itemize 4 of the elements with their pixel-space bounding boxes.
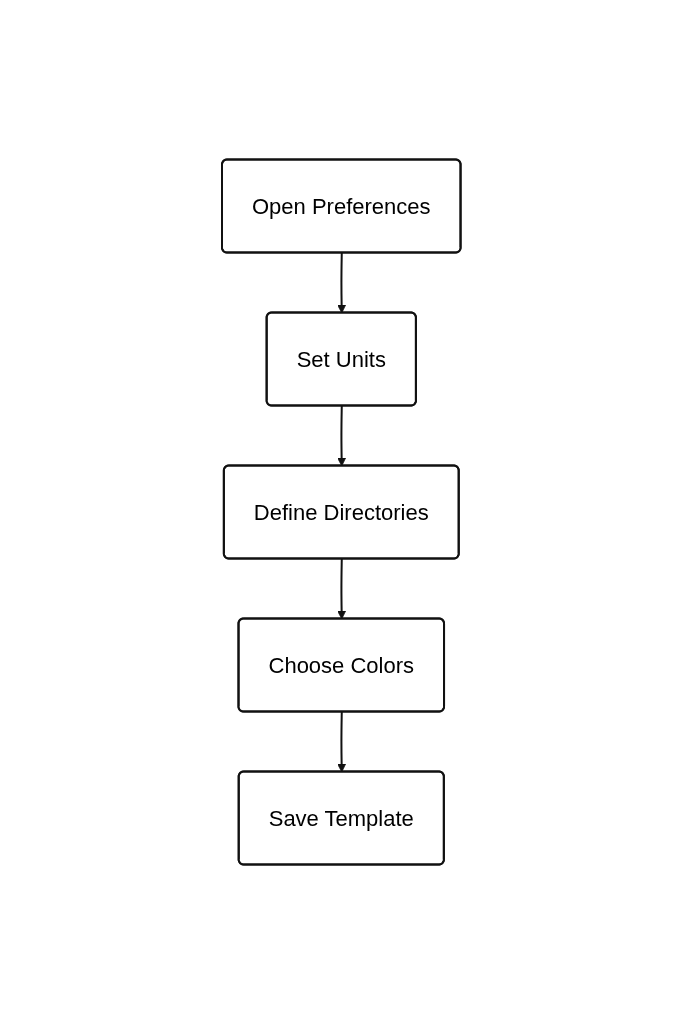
arrow <box>337 252 347 314</box>
arrow <box>337 711 347 773</box>
arrow <box>337 558 347 620</box>
arrow <box>337 405 347 467</box>
